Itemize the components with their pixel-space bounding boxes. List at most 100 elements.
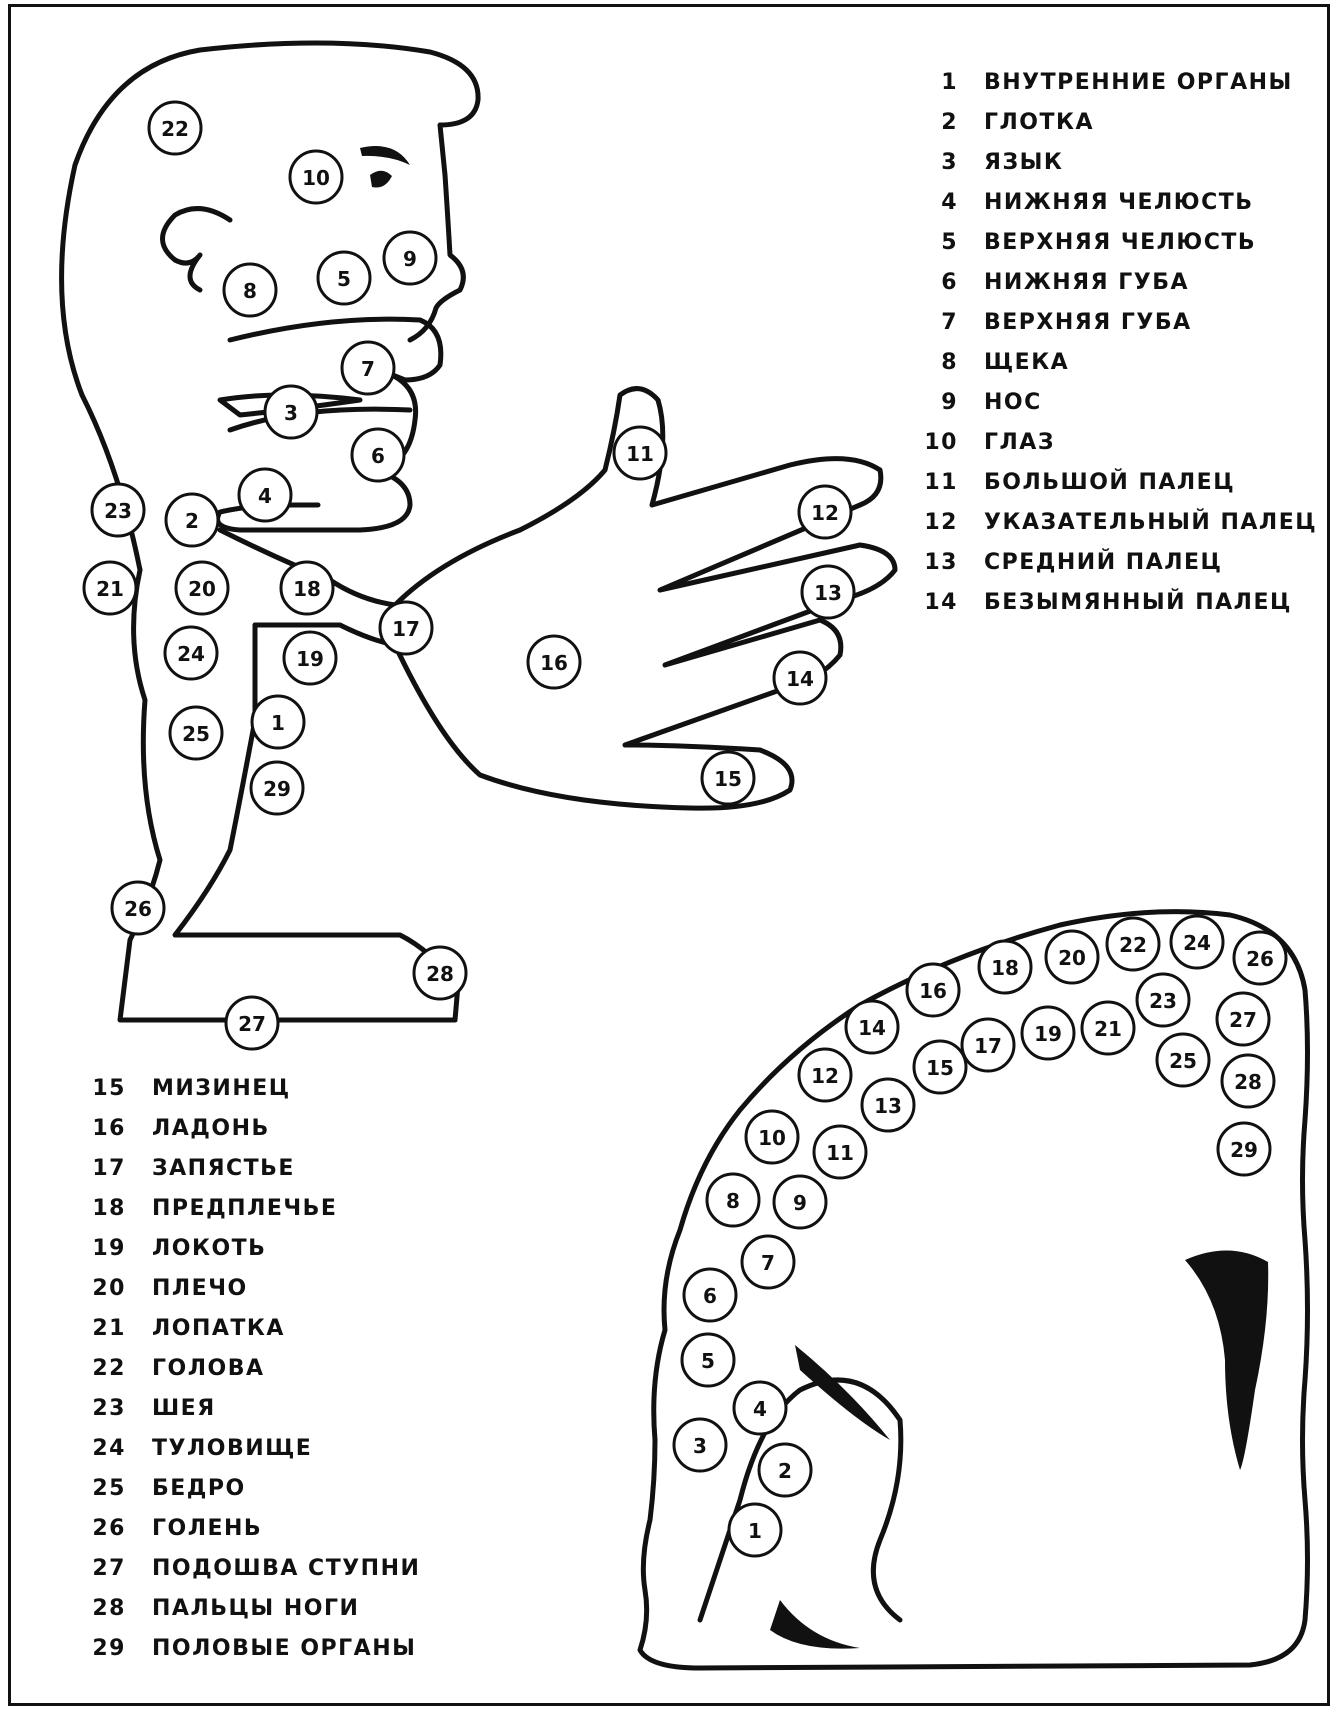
- homunculus-ear: [163, 209, 231, 290]
- legend-label: БОЛЬШОЙ ПАЛЕЦ: [984, 470, 1235, 495]
- legend-item: 27 ПОДОШВА СТУПНИ: [86, 1548, 420, 1588]
- ear-markers: 1234567891011121314151617181920212223242…: [674, 916, 1286, 1556]
- ear-marker-8: 8: [707, 1174, 759, 1226]
- homunculus-marker-29: 29: [251, 762, 303, 814]
- homunculus-marker-3: 3: [265, 386, 317, 438]
- legend-item: 8ЩЕКА: [918, 342, 1317, 382]
- legend-item: 1 ВНУТРЕННИЕ ОРГАНЫ: [918, 62, 1317, 102]
- homunculus-marker-23: 23: [92, 484, 144, 536]
- marker-number: 14: [858, 1016, 886, 1040]
- marker-number: 9: [793, 1191, 807, 1215]
- ear-antitragus-shape: [1185, 1250, 1268, 1470]
- ear-marker-22: 22: [1107, 918, 1159, 970]
- legend-number: 5: [918, 230, 958, 255]
- homunculus-marker-18: 18: [281, 562, 333, 614]
- legend-label: ВНУТРЕННИЕ ОРГАНЫ: [984, 70, 1293, 95]
- marker-number: 18: [293, 577, 321, 601]
- homunculus-neck: [82, 395, 140, 570]
- marker-number: 25: [1169, 1049, 1197, 1073]
- legend-number: 9: [918, 390, 958, 415]
- legend-item: 5 ВЕРХНЯЯ ЧЕЛЮСТЬ: [918, 222, 1317, 262]
- marker-number: 24: [177, 642, 205, 666]
- ear-marker-3: 3: [674, 1419, 726, 1471]
- legend-number: 21: [86, 1316, 126, 1341]
- ear-marker-16: 16: [907, 964, 959, 1016]
- legend-number: 4: [918, 190, 958, 215]
- marker-number: 9: [403, 247, 417, 271]
- marker-number: 8: [726, 1189, 740, 1213]
- ear-marker-28: 28: [1222, 1055, 1274, 1107]
- legend-label: ПОДОШВА СТУПНИ: [152, 1556, 420, 1581]
- ear-marker-11: 11: [814, 1126, 866, 1178]
- homunculus-marker-2: 2: [166, 494, 218, 546]
- marker-number: 19: [296, 647, 324, 671]
- marker-number: 26: [124, 897, 152, 921]
- marker-number: 16: [919, 979, 947, 1003]
- ear-marker-14: 14: [846, 1001, 898, 1053]
- legend-number: 27: [86, 1556, 126, 1581]
- legend-number: 3: [918, 150, 958, 175]
- ear-marker-23: 23: [1137, 974, 1189, 1026]
- legend-number: 17: [86, 1156, 126, 1181]
- legend-label: ГОЛЕНЬ: [152, 1516, 262, 1541]
- homunculus-marker-16: 16: [528, 636, 580, 688]
- ear-marker-26: 26: [1234, 932, 1286, 984]
- ear-marker-5: 5: [682, 1334, 734, 1386]
- ear-marker-24: 24: [1171, 916, 1223, 968]
- legend-number: 2: [918, 110, 958, 135]
- marker-number: 25: [182, 722, 210, 746]
- marker-number: 10: [302, 166, 330, 190]
- marker-number: 27: [238, 1012, 266, 1036]
- marker-number: 15: [714, 767, 742, 791]
- ear-marker-12: 12: [799, 1049, 851, 1101]
- legend-number: 28: [86, 1596, 126, 1621]
- legend-item: 16ЛАДОНЬ: [86, 1108, 420, 1148]
- ear-marker-15: 15: [914, 1041, 966, 1093]
- legend-label: ПРЕДПЛЕЧЬЕ: [152, 1196, 337, 1221]
- legend-number: 24: [86, 1436, 126, 1461]
- legend-label: УКАЗАТЕЛЬНЫЙ ПАЛЕЦ: [984, 510, 1317, 535]
- ear-inner-ridge: [700, 1380, 901, 1620]
- legend-label: БЕДРО: [152, 1476, 246, 1501]
- legend-label: ЗАПЯСТЬЕ: [152, 1156, 295, 1181]
- legend-number: 16: [86, 1116, 126, 1141]
- marker-number: 19: [1034, 1022, 1062, 1046]
- marker-number: 13: [874, 1094, 902, 1118]
- ear-marker-7: 7: [742, 1236, 794, 1288]
- ear-marker-9: 9: [774, 1176, 826, 1228]
- legend-label: ЛОПАТКА: [152, 1316, 285, 1341]
- legend-label: ПЛЕЧО: [152, 1276, 248, 1301]
- marker-number: 6: [703, 1284, 717, 1308]
- marker-number: 12: [811, 1064, 839, 1088]
- homunculus-marker-15: 15: [702, 752, 754, 804]
- ear-marker-17: 17: [962, 1019, 1014, 1071]
- marker-number: 23: [104, 499, 132, 523]
- legend-label: ЯЗЫК: [984, 150, 1063, 175]
- homunculus-marker-19: 19: [284, 632, 336, 684]
- legend-number: 26: [86, 1516, 126, 1541]
- homunculus-marker-11: 11: [614, 427, 666, 479]
- legend-label: БЕЗЫМЯННЫЙ ПАЛЕЦ: [984, 590, 1292, 615]
- marker-number: 13: [814, 581, 842, 605]
- legend-item: 19ЛОКОТЬ: [86, 1228, 420, 1268]
- legend-label: ПАЛЬЦЫ НОГИ: [152, 1596, 359, 1621]
- ear-marker-21: 21: [1082, 1002, 1134, 1054]
- legend-item: 24ТУЛОВИЩЕ: [86, 1428, 420, 1468]
- legend-item: 21 ЛОПАТКА: [86, 1308, 420, 1348]
- marker-number: 2: [778, 1459, 792, 1483]
- marker-number: 4: [258, 484, 272, 508]
- marker-number: 2: [185, 509, 199, 533]
- marker-number: 7: [361, 357, 375, 381]
- homunculus-head: [62, 43, 479, 395]
- marker-number: 29: [1230, 1138, 1258, 1162]
- homunculus-marker-24: 24: [165, 627, 217, 679]
- legend-number: 1: [918, 70, 958, 95]
- legend-label: ВЕРХНЯЯ ЧЕЛЮСТЬ: [984, 230, 1256, 255]
- homunculus-marker-7: 7: [342, 342, 394, 394]
